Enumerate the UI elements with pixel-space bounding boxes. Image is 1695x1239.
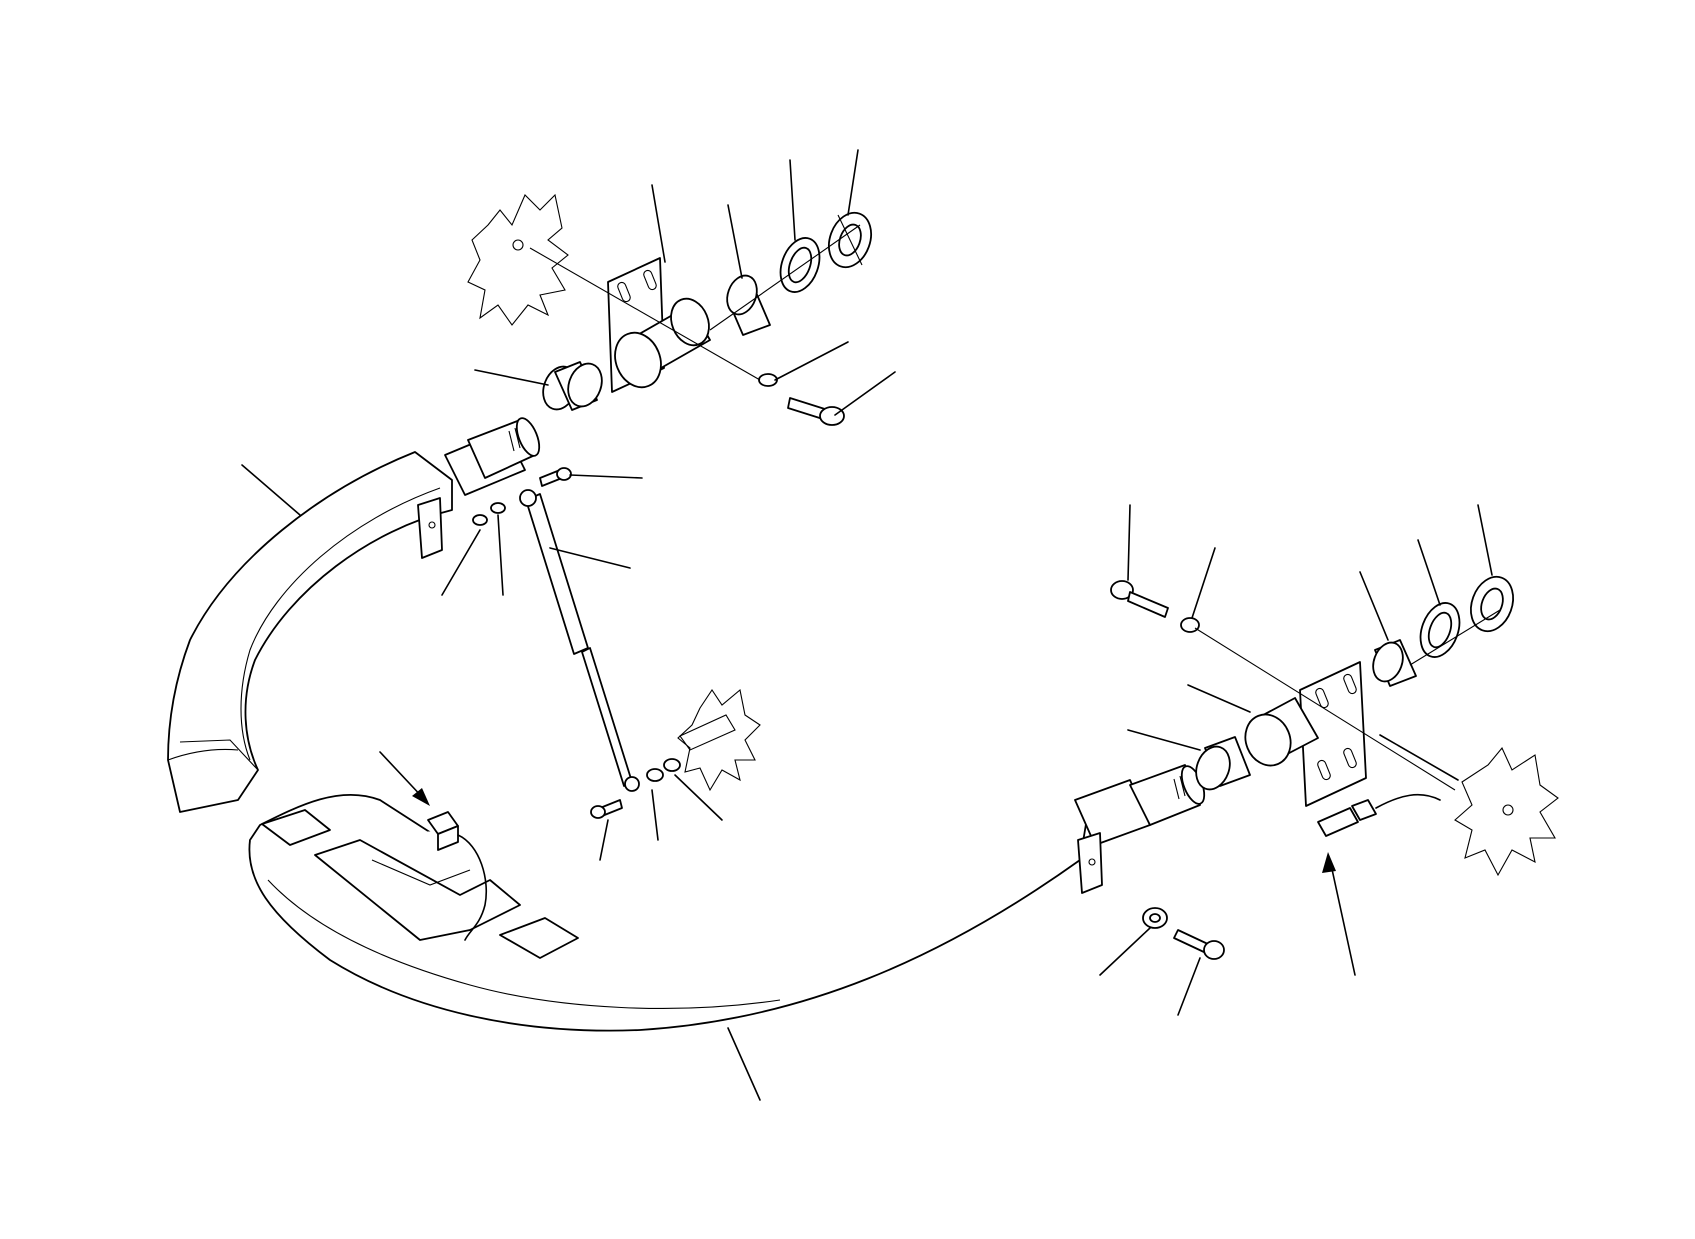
bushing bbox=[542, 361, 603, 411]
washer bbox=[779, 237, 821, 293]
sensor-arrow bbox=[1322, 852, 1356, 976]
nut bbox=[472, 502, 506, 526]
center-axis bbox=[1409, 609, 1501, 666]
frame-section-mid bbox=[677, 688, 761, 792]
cap-screw bbox=[539, 467, 572, 487]
nut bbox=[1142, 907, 1168, 929]
bushing bbox=[1195, 736, 1251, 791]
gas-spring bbox=[519, 489, 640, 792]
bushing bbox=[726, 274, 771, 336]
center-axis bbox=[1194, 627, 1456, 791]
center-axis bbox=[709, 224, 861, 331]
cap-screw bbox=[590, 799, 623, 819]
bushing bbox=[1372, 639, 1417, 687]
guard-rail-front bbox=[248, 764, 1206, 1032]
cap-screw bbox=[758, 373, 845, 426]
leader-lines bbox=[241, 149, 1493, 1101]
connector-arrow bbox=[379, 751, 430, 806]
cap-screw bbox=[1110, 580, 1169, 618]
guard-rail-left bbox=[167, 417, 541, 813]
washer bbox=[646, 758, 681, 782]
connector bbox=[427, 811, 488, 941]
lock-nut bbox=[828, 211, 872, 269]
mounting-bracket-right bbox=[1244, 661, 1367, 807]
frame-section-right bbox=[1454, 746, 1559, 877]
frame-section-left bbox=[467, 193, 569, 326]
center-axis bbox=[529, 247, 761, 381]
cap-screw bbox=[1173, 929, 1225, 960]
washer bbox=[1419, 602, 1461, 658]
mounting-bracket-left bbox=[607, 257, 711, 393]
nut bbox=[1180, 617, 1200, 633]
proximity-sensor bbox=[1317, 793, 1441, 837]
